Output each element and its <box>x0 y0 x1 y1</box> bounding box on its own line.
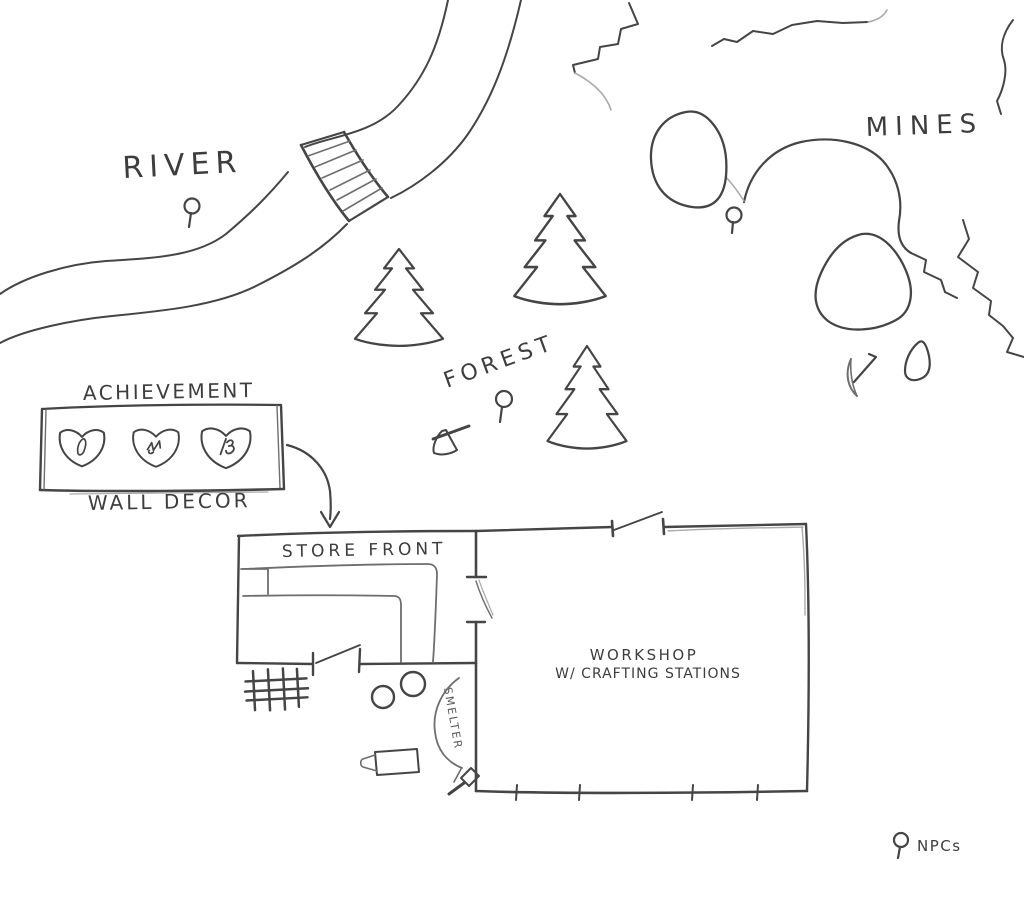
pine-tree-2 <box>513 192 607 306</box>
achievement-caption: WALL DECOR <box>88 488 251 515</box>
achievement-title: ACHIEVEMENT <box>83 378 255 405</box>
river-label: RIVER <box>122 145 244 186</box>
crafting-station-ticks <box>515 784 759 801</box>
npc-marker-forest <box>494 389 514 424</box>
barrel-2 <box>399 670 427 698</box>
npc-legend: NPCs <box>892 831 962 860</box>
bottle <box>359 748 420 776</box>
npc-legend-label: NPCs <box>917 837 962 855</box>
npc-marker-mines <box>725 206 743 235</box>
workshop-left-door <box>465 575 494 624</box>
boulder-large <box>649 110 728 209</box>
smelter-label: SMELTER <box>441 686 465 751</box>
shield-badge-2-icon <box>132 428 180 468</box>
forest-label: FOREST <box>441 330 559 393</box>
mines-terrain <box>572 2 1024 358</box>
bridge <box>299 130 390 223</box>
workshop-label-line1: WORKSHOP <box>590 646 699 664</box>
pickaxe-icon <box>846 352 878 397</box>
smelter <box>433 677 463 783</box>
mines-label: MINES <box>865 109 983 143</box>
workshop-top-door <box>610 511 666 538</box>
boulder-right <box>814 232 912 331</box>
store-front-room <box>235 529 478 677</box>
workshop-room <box>465 511 810 801</box>
pine-tree-1 <box>353 247 445 348</box>
counter <box>240 563 438 663</box>
pebble <box>903 340 931 382</box>
shield-badge-3-icon <box>200 427 252 470</box>
achievement-panel <box>38 403 286 495</box>
npc-marker-river <box>183 197 201 229</box>
store-front-label: STORE FRONT <box>282 539 447 562</box>
shield-badge-1-icon <box>58 429 106 468</box>
pine-tree-3 <box>546 344 628 450</box>
npc-marker-icon <box>892 831 910 860</box>
store-front-door <box>311 644 362 677</box>
axe-icon <box>431 424 471 456</box>
barrel-1 <box>370 684 396 710</box>
grid-crate <box>243 667 310 712</box>
workshop-label-line2: W/ CRAFTING STATIONS <box>555 666 741 682</box>
river <box>0 0 522 344</box>
arrow-to-store-front <box>285 443 341 529</box>
hammer-icon <box>447 767 480 796</box>
